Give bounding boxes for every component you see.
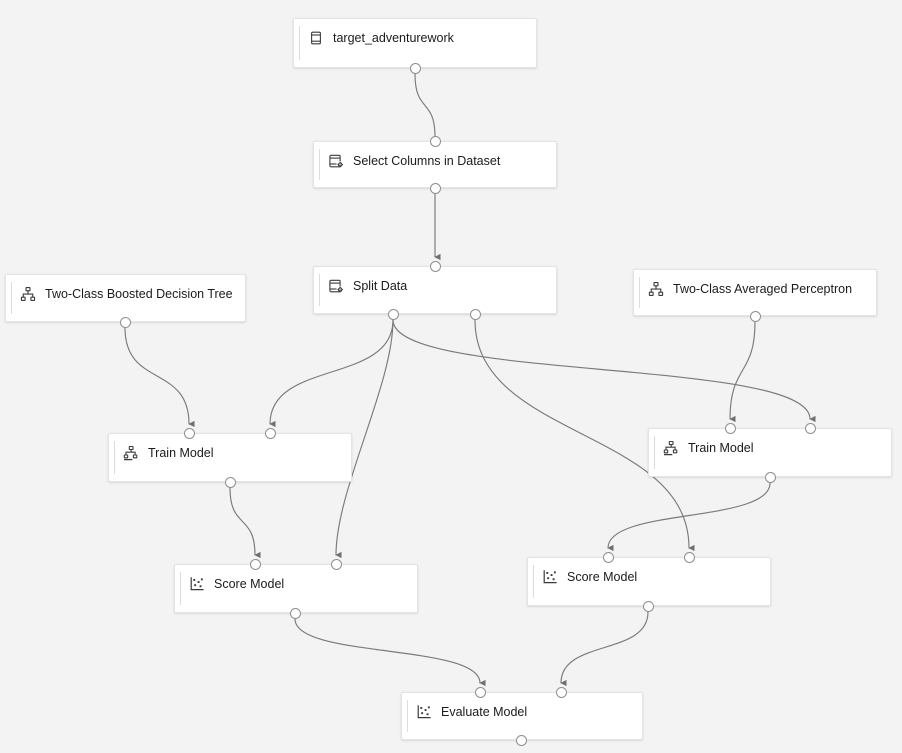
edge-e11[interactable] (294, 618, 486, 687)
output-port-train_model_left-0[interactable] (224, 476, 236, 488)
node-accent-bar (639, 277, 640, 308)
node-accent-bar (407, 700, 408, 732)
node-evaluate_model[interactable]: Evaluate Model (401, 692, 643, 740)
node-label: Score Model (214, 577, 285, 591)
node-accent-bar (533, 565, 534, 598)
node-accent-bar (654, 436, 655, 469)
input-port-split_data-0[interactable] (429, 260, 441, 272)
output-port-evaluate_model-0[interactable] (515, 734, 527, 746)
database-icon (308, 30, 324, 46)
output-port-target_adventurework-0[interactable] (409, 62, 421, 74)
node-label: Split Data (353, 279, 408, 293)
train-model-icon (123, 445, 139, 461)
node-target_adventurework[interactable]: target_adventurework (293, 18, 537, 68)
input-port-train_model_right-1[interactable] (804, 422, 816, 434)
input-port-score_model_left-0[interactable] (249, 558, 261, 570)
input-port-evaluate_model-1[interactable] (555, 686, 567, 698)
node-train_model_left[interactable]: Train Model (108, 433, 352, 482)
node-two_class_boosted_decision_tree[interactable]: Two-Class Boosted Decision Tree (5, 274, 246, 322)
input-port-score_model_right-0[interactable] (602, 551, 614, 563)
edge-e4[interactable] (269, 319, 394, 428)
train-model-icon (663, 440, 679, 456)
node-label: Score Model (567, 570, 638, 584)
edge-e3[interactable] (124, 327, 195, 428)
output-port-split_data-1[interactable] (469, 308, 481, 320)
node-accent-bar (319, 274, 320, 306)
node-select_columns[interactable]: Select Columns in Dataset (313, 141, 557, 188)
edge-e1[interactable] (414, 73, 436, 138)
edge-e6[interactable] (392, 319, 816, 423)
output-port-two_class_averaged_perceptron-0[interactable] (749, 310, 761, 322)
input-port-train_model_left-0[interactable] (183, 427, 195, 439)
node-label: Two-Class Averaged Perceptron (673, 282, 853, 296)
node-score_model_left[interactable]: Score Model (174, 564, 418, 613)
input-port-score_model_right-1[interactable] (683, 551, 695, 563)
hierarchy-icon (648, 281, 664, 297)
node-accent-bar (180, 572, 181, 605)
edge-e12[interactable] (560, 611, 649, 687)
edge-e10[interactable] (607, 482, 771, 552)
node-two_class_averaged_perceptron[interactable]: Two-Class Averaged Perceptron (633, 269, 877, 316)
scatter-plot-icon (189, 576, 205, 592)
edge-e8[interactable] (729, 321, 756, 423)
node-score_model_right[interactable]: Score Model (527, 557, 771, 606)
output-port-score_model_right-0[interactable] (642, 600, 654, 612)
scatter-plot-icon (416, 704, 432, 720)
node-label: Evaluate Model (441, 705, 528, 719)
node-label: Train Model (148, 446, 214, 460)
node-label: Two-Class Boosted Decision Tree (45, 287, 233, 301)
node-split_data[interactable]: Split Data (313, 266, 557, 314)
output-port-split_data-0[interactable] (387, 308, 399, 320)
node-accent-bar (11, 282, 12, 314)
edge-e9[interactable] (229, 487, 261, 559)
input-port-score_model_left-1[interactable] (330, 558, 342, 570)
node-accent-bar (114, 441, 115, 474)
database-settings-icon (328, 278, 344, 294)
input-port-train_model_left-1[interactable] (264, 427, 276, 439)
node-accent-bar (299, 26, 300, 60)
node-label: target_adventurework (333, 31, 454, 45)
output-port-select_columns-0[interactable] (429, 182, 441, 194)
node-train_model_right[interactable]: Train Model (648, 428, 892, 477)
node-accent-bar (319, 149, 320, 180)
database-settings-icon (328, 153, 344, 169)
output-port-two_class_boosted_decision_tree-0[interactable] (119, 316, 131, 328)
hierarchy-icon (20, 286, 36, 302)
node-label: Train Model (688, 441, 754, 455)
scatter-plot-icon (542, 569, 558, 585)
output-port-score_model_left-0[interactable] (289, 607, 301, 619)
node-label: Select Columns in Dataset (353, 154, 501, 168)
input-port-evaluate_model-0[interactable] (474, 686, 486, 698)
output-port-train_model_right-0[interactable] (764, 471, 776, 483)
input-port-train_model_right-0[interactable] (724, 422, 736, 434)
input-port-select_columns-0[interactable] (429, 135, 441, 147)
